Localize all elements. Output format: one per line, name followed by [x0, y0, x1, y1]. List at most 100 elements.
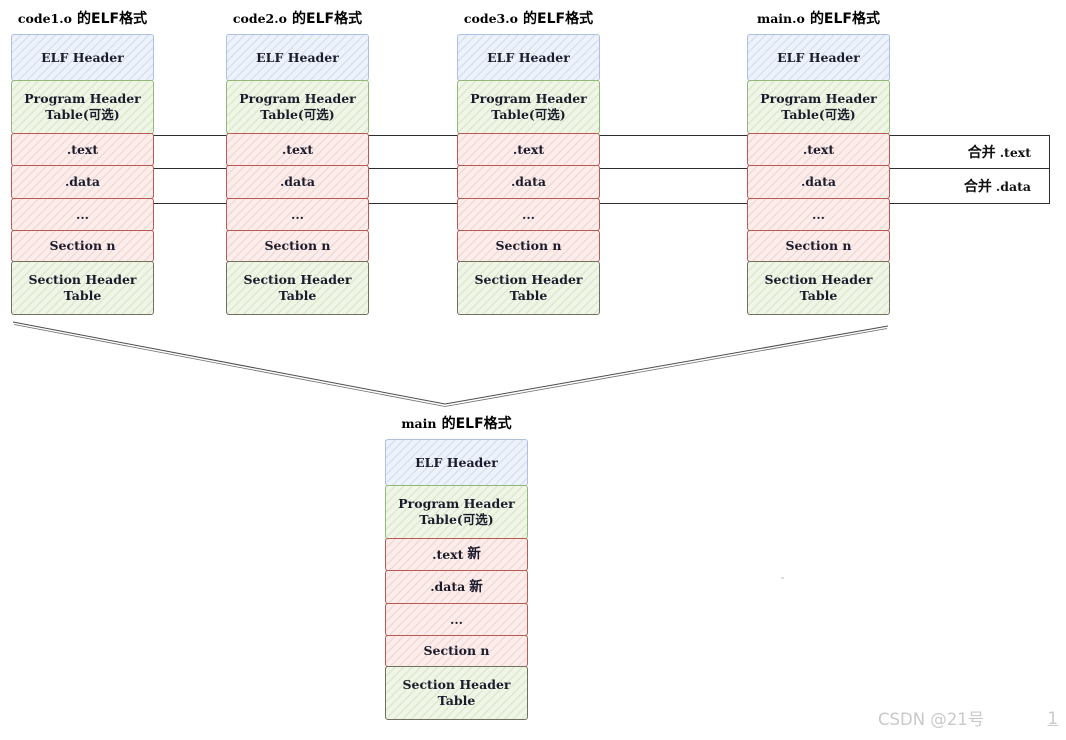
file-name: code1.o	[17, 11, 72, 26]
box-label: Program Header Table(可选)	[239, 91, 356, 122]
ellipsis-section-box: ...	[457, 198, 600, 231]
box-label: ELF Header	[41, 49, 124, 65]
elf-column-main-o: main.o 的ELF格式 ELF Header Program Header …	[747, 11, 890, 315]
box-label: .data	[64, 174, 101, 190]
program-header-table-box: Program Header Table(可选)	[457, 80, 600, 134]
box-label: .data	[800, 174, 837, 190]
section-n-box: Section n	[385, 635, 528, 667]
section-header-table-box: Section Header Table	[11, 261, 154, 315]
column-title-main-merged: main 的ELF格式	[373, 413, 540, 433]
program-header-table-box: Program Header Table(可选)	[385, 485, 528, 539]
box-label: Section n	[423, 643, 490, 659]
box-label: Section n	[495, 238, 562, 254]
box-label: .text	[432, 546, 464, 562]
box-suffix: 新	[467, 546, 481, 563]
box-label: ...	[811, 206, 826, 222]
program-header-table-box: Program Header Table(可选)	[747, 80, 890, 134]
box-label: ELF Header	[777, 49, 860, 65]
stray-mark	[781, 577, 784, 579]
box-label: Section Header Table	[474, 272, 583, 303]
text-section-box: .text	[11, 133, 154, 166]
merge-target-data: .data	[995, 179, 1031, 194]
watermark-page-number: 1	[1047, 708, 1059, 728]
box-label: Section Header Table	[28, 272, 137, 303]
data-section-box: .data	[457, 165, 600, 199]
box-label: ...	[521, 206, 536, 222]
box-label: ELF Header	[487, 49, 570, 65]
box-suffix: 新	[469, 578, 483, 595]
ellipsis-section-box: ...	[226, 198, 369, 231]
merge-text-label: 合并.text	[968, 142, 1031, 162]
box-label: ELF Header	[256, 49, 339, 65]
title-suffix: 的ELF格式	[292, 11, 363, 27]
merge-action-text: 合并	[967, 145, 996, 161]
box-label: Program Header Table(可选)	[398, 496, 515, 527]
section-n-box: Section n	[747, 230, 890, 262]
box-label: ...	[290, 206, 305, 222]
section-header-table-box: Section Header Table	[385, 666, 528, 720]
text-section-box: .text	[747, 133, 890, 166]
box-label: Section Header Table	[402, 677, 511, 708]
box-label: Section Header Table	[243, 272, 352, 303]
text-section-box: .text	[226, 133, 369, 166]
data-section-box: .data	[11, 165, 154, 199]
file-name: main	[401, 416, 437, 431]
elf-column-code3: code3.o 的ELF格式 ELF Header Program Header…	[457, 11, 600, 315]
elf-column-code1: code1.o 的ELF格式 ELF Header Program Header…	[11, 11, 154, 315]
elf-header-box: ELF Header	[747, 34, 890, 81]
program-header-table-box: Program Header Table(可选)	[226, 80, 369, 134]
elf-column-code2: code2.o 的ELF格式 ELF Header Program Header…	[226, 11, 369, 315]
box-label: .text	[66, 141, 99, 157]
ellipsis-section-box: ...	[747, 198, 890, 231]
file-name: code2.o	[232, 11, 287, 26]
merge-target-text: .text	[999, 145, 1031, 160]
section-header-table-box: Section Header Table	[747, 261, 890, 315]
section-header-table-box: Section Header Table	[226, 261, 369, 315]
elf-header-box: ELF Header	[11, 34, 154, 81]
box-label: ...	[75, 206, 90, 222]
merge-action-data: 合并	[963, 179, 992, 195]
file-name: main.o	[756, 11, 805, 26]
title-suffix: 的ELF格式	[523, 11, 594, 27]
box-label: Program Header Table(可选)	[760, 91, 877, 122]
watermark: CSDN @21号 1	[878, 706, 1058, 730]
elf-column-main-merged: main 的ELF格式 ELF Header Program Header Ta…	[385, 416, 528, 720]
data-section-box: .data	[747, 165, 890, 199]
box-label: .data	[430, 579, 466, 595]
box-label: .text	[512, 141, 545, 157]
elf-header-box: ELF Header	[226, 34, 369, 81]
box-label: .text	[281, 141, 314, 157]
data-section-box: .data	[226, 165, 369, 199]
box-label: Section Header Table	[764, 272, 873, 303]
box-label: Section n	[785, 238, 852, 254]
elf-header-box: ELF Header	[385, 439, 528, 486]
box-label: .data	[279, 174, 316, 190]
ellipsis-section-box: ...	[11, 198, 154, 231]
watermark-brand: CSDN @21号	[878, 710, 985, 729]
box-label: ...	[449, 611, 464, 627]
column-title-code1: code1.o 的ELF格式	[0, 8, 166, 28]
elf-header-box: ELF Header	[457, 34, 600, 81]
section-n-box: Section n	[11, 230, 154, 262]
box-label: .data	[510, 174, 547, 190]
box-label: Section n	[49, 238, 116, 254]
section-header-table-box: Section Header Table	[457, 261, 600, 315]
title-suffix: 的ELF格式	[809, 11, 880, 27]
box-label: Program Header Table(可选)	[24, 91, 141, 122]
file-name: code3.o	[463, 11, 518, 26]
column-title-code3: code3.o 的ELF格式	[445, 8, 612, 28]
title-suffix: 的ELF格式	[77, 11, 148, 27]
title-suffix: 的ELF格式	[441, 416, 512, 432]
text-section-box: .text	[457, 133, 600, 166]
section-n-box: Section n	[457, 230, 600, 262]
column-title-code2: code2.o 的ELF格式	[214, 8, 381, 28]
box-label: Program Header Table(可选)	[470, 91, 587, 122]
column-title-main-o: main.o 的ELF格式	[735, 8, 902, 28]
merge-data-label: 合并.data	[964, 176, 1031, 196]
box-label: .text	[802, 141, 835, 157]
ellipsis-section-box: ...	[385, 603, 528, 636]
